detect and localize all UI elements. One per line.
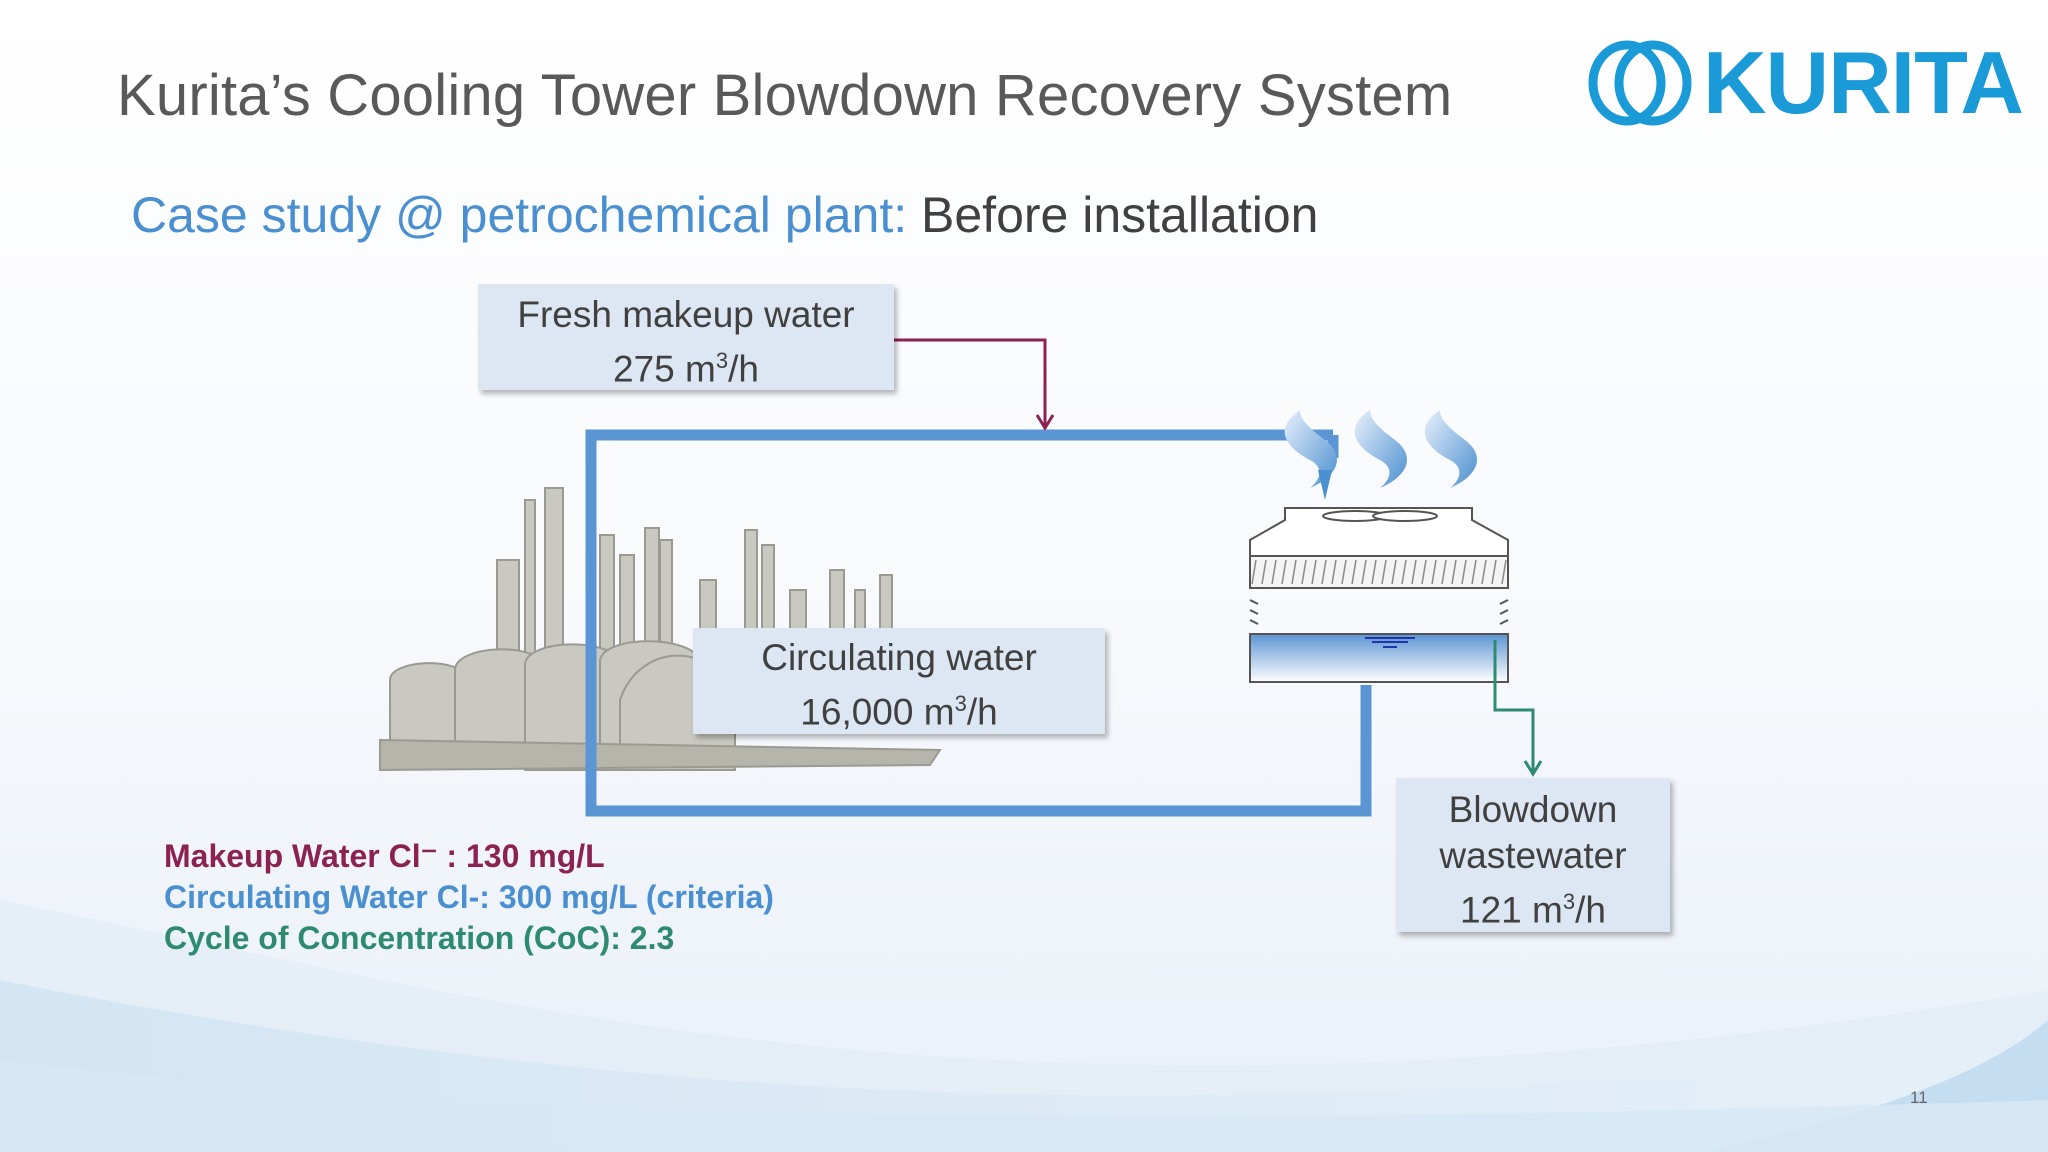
subtitle-rest: Before installation [907,187,1319,243]
logo-wordmark: KURITA [1703,33,2024,132]
fresh-makeup-label: Fresh makeup water [517,294,855,335]
kurita-logo: KURITA [1585,38,2024,128]
cycle-of-concentration: Cycle of Concentration (CoC): 2.3 [164,920,675,956]
subtitle-lead: Case study @ petrochemical plant: [131,187,908,243]
downdraft-arrow-icon [1318,470,1332,500]
fresh-makeup-box: Fresh makeup water 275 m3/h [478,284,894,390]
makeup-chloride: Makeup Water Cl⁻ : 130 mg/L [164,838,605,874]
makeup-arrow [894,338,1055,431]
slide-title: Kurita’s Cooling Tower Blowdown Recovery… [117,63,1453,128]
page-number: 11 [1910,1088,1928,1107]
blowdown-label-2: wastewater [1439,835,1627,876]
kurita-emblem-icon [1588,40,1692,126]
blowdown-box: Blowdown wastewater 121 m3/h [1396,778,1670,932]
blowdown-value: 121 m3/h [1460,889,1606,931]
blowdown-arrow [1493,640,1543,777]
slide-subtitle: Case study @ petrochemical plant: Before… [131,186,1318,244]
fresh-makeup-value: 275 m3/h [613,348,759,390]
circulating-water-label: Circulating water [761,637,1037,678]
steam-icon [1284,410,1477,488]
circulating-chloride: Circulating Water Cl-: 300 mg/L (criteri… [164,879,774,915]
blowdown-label-1: Blowdown [1448,789,1618,830]
cooling-tower-icon [1249,507,1509,683]
water-stats: Makeup Water Cl⁻ : 130 mg/L Circulating … [164,836,774,959]
circulating-water-value: 16,000 m3/h [800,691,998,733]
circulating-water-box: Circulating water 16,000 m3/h [693,628,1105,734]
